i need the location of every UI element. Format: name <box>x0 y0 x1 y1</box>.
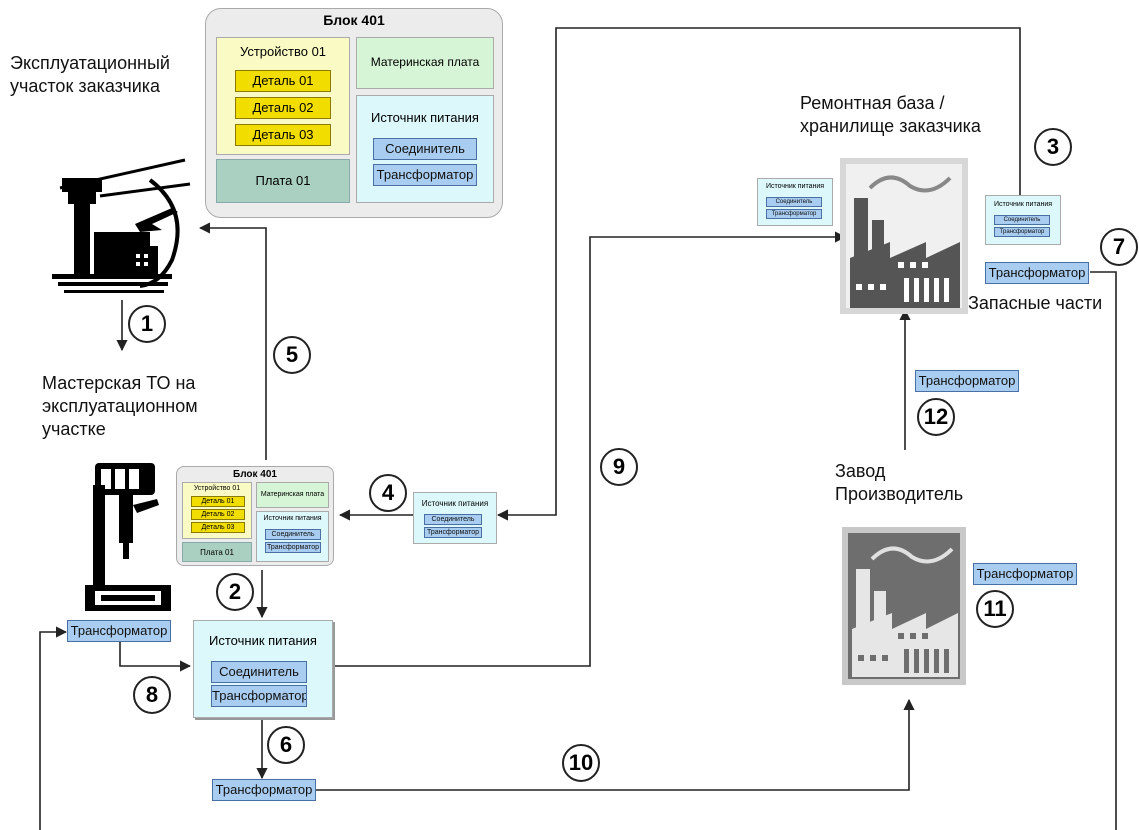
label-spare-parts: Запасные части <box>968 293 1103 313</box>
psu-box-step4: Источник питания Соединитель Трансформат… <box>413 492 497 544</box>
arrow-9 <box>333 231 847 667</box>
psu-panel: Источник питания Соединитель Трансформат… <box>356 95 494 203</box>
unit-title-small: Блок 401 <box>233 469 277 480</box>
transformer-chip-small: Трансформатор <box>265 542 321 553</box>
psu-main-label: Источник питания <box>209 633 317 648</box>
psu-repair-left-connector: Соединитель <box>766 197 822 207</box>
label-operation-site: Эксплуатационный участок заказчика <box>10 53 170 96</box>
psu-label-small: Источник питания <box>263 515 322 522</box>
device-label-small: Устройство 01 <box>193 485 241 492</box>
psu-repair-left-transformer: Трансформатор <box>766 209 822 219</box>
part-3-small: Деталь 03 <box>191 522 245 533</box>
psu-box-repair-right: Источник питания Соединитель Трансформат… <box>985 195 1061 245</box>
label-manufacturer: Завод Производитель <box>835 461 964 504</box>
connector-chip: Соединитель <box>373 138 477 160</box>
step-12: 12 <box>917 398 955 436</box>
step-10: 10 <box>562 744 600 782</box>
part-2: Деталь 02 <box>235 97 331 119</box>
transformer-step12: Трансформатор <box>915 370 1019 392</box>
step-3: 3 <box>1034 128 1072 166</box>
part-3: Деталь 03 <box>235 124 331 146</box>
step-11: 11 <box>976 590 1014 628</box>
device-panel-small: Устройство 01 Деталь 01 Деталь 02 Деталь… <box>182 482 252 539</box>
arrow-8 <box>119 640 192 672</box>
board-label-small: Плата 01 <box>200 548 234 557</box>
psu-repair-right-transformer: Трансформатор <box>994 227 1050 237</box>
psu-repair-left-label: Источник питания <box>765 183 825 190</box>
motherboard-label: Материнская плата <box>370 55 480 69</box>
step-4: 4 <box>369 474 407 512</box>
label-repair-base: Ремонтная база / хранилище заказчика <box>800 93 981 136</box>
psu-panel-small: Источник питания Соединитель Трансформат… <box>256 511 329 562</box>
transformer-step6: Трансформатор <box>212 779 316 801</box>
part-1-small: Деталь 01 <box>191 496 245 507</box>
unit-block-small: Блок 401 Устройство 01 Деталь 01 Деталь … <box>176 466 334 566</box>
psu-box-repair-left: Источник питания Соединитель Трансформат… <box>757 178 833 226</box>
motherboard-panel: Материнская плата <box>356 37 494 89</box>
device-panel: Устройство 01 Деталь 01 Деталь 02 Деталь… <box>216 37 350 155</box>
psu-main-connector: Соединитель <box>211 661 307 683</box>
label-workshop: Мастерская ТО на эксплуатационном участк… <box>42 373 198 439</box>
psu-step4-connector: Соединитель <box>424 514 482 525</box>
motherboard-panel-small: Материнская плата <box>256 482 329 508</box>
psu-repair-right-connector: Соединитель <box>994 215 1050 225</box>
arrow-5 <box>198 222 267 460</box>
transformer-step8: Трансформатор <box>67 620 171 642</box>
part-2-small: Деталь 02 <box>191 509 245 520</box>
psu-step4-label: Источник питания <box>421 499 489 508</box>
step-5: 5 <box>273 336 311 374</box>
connector-chip-small: Соединитель <box>265 529 321 540</box>
board-label: Плата 01 <box>255 173 311 188</box>
board-panel: Плата 01 <box>216 159 350 203</box>
psu-box-main: Источник питания Соединитель Трансформат… <box>193 620 333 718</box>
drill-press-icon <box>85 463 171 611</box>
psu-repair-right-label: Источник питания <box>993 201 1053 208</box>
transformer-spare: Трансформатор <box>985 262 1089 284</box>
psu-label: Источник питания <box>371 110 479 125</box>
part-1: Деталь 01 <box>235 70 331 92</box>
airport-control-tower-icon <box>52 158 191 293</box>
repair-base-factory-icon <box>840 158 968 314</box>
step-8: 8 <box>133 676 171 714</box>
arrow-7 <box>1090 271 1117 830</box>
transformer-chip: Трансформатор <box>373 164 477 186</box>
step-1: 1 <box>128 305 166 343</box>
arrow-3 <box>496 27 1021 521</box>
step-6: 6 <box>267 726 305 764</box>
manufacturer-factory-icon <box>842 527 966 685</box>
arrow-7-return <box>39 626 68 830</box>
unit-title: Блок 401 <box>323 12 385 28</box>
device-label: Устройство 01 <box>239 44 327 59</box>
step-9: 9 <box>600 448 638 486</box>
board-panel-small: Плата 01 <box>182 542 252 562</box>
arrow-10 <box>315 698 915 791</box>
step-7: 7 <box>1100 228 1138 266</box>
motherboard-label-small: Материнская плата <box>260 491 325 498</box>
psu-main-transformer: Трансформатор <box>211 685 307 707</box>
unit-block-large: Блок 401 Устройство 01 Деталь 01 Деталь … <box>205 8 503 218</box>
step-2: 2 <box>216 573 254 611</box>
transformer-step11: Трансформатор <box>973 563 1077 585</box>
psu-step4-transformer: Трансформатор <box>424 527 482 538</box>
